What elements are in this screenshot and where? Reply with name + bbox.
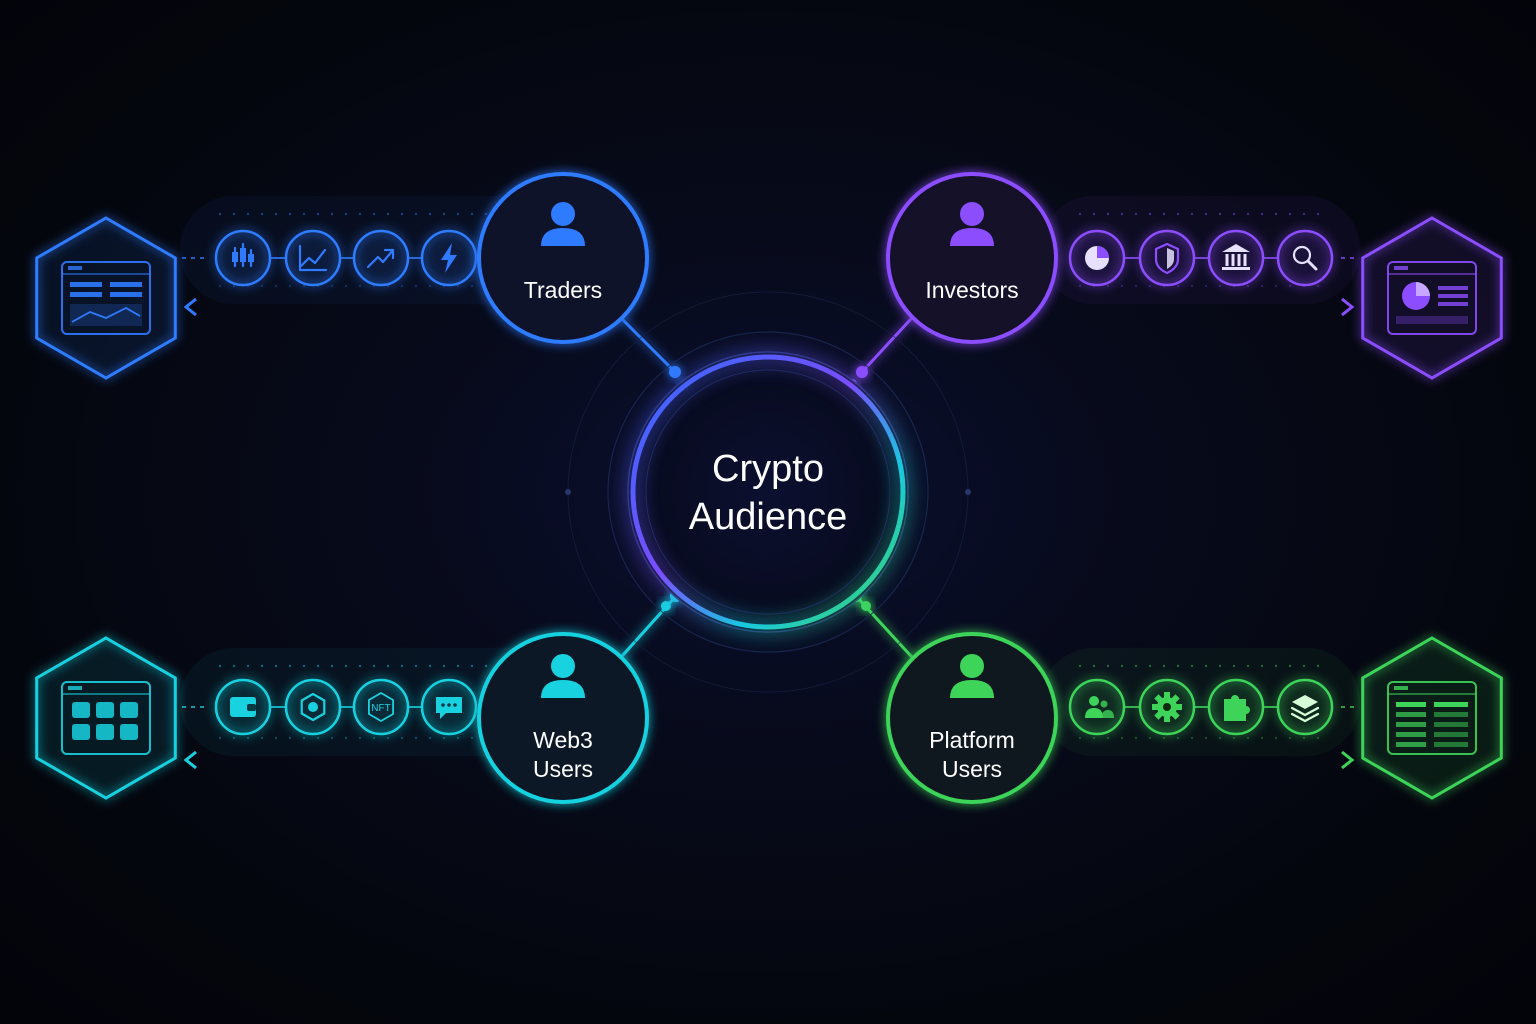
center-title-line-1: Crypto xyxy=(712,448,824,490)
person-icon xyxy=(950,202,994,246)
person-icon xyxy=(541,654,585,698)
nft-badge-label: NFT xyxy=(371,703,390,714)
lightning-icon xyxy=(420,229,478,287)
layers-icon xyxy=(1276,678,1334,736)
bank-icon xyxy=(1207,229,1265,287)
audience-group-investors: Investors xyxy=(886,172,1503,380)
person-icon xyxy=(541,202,585,246)
chat-icon xyxy=(420,678,478,736)
node-label-web3-line-2: Users xyxy=(533,756,593,782)
trending-up-icon xyxy=(352,229,410,287)
node-traders: Traders xyxy=(477,172,649,344)
node-label-investors-line-1: Investors xyxy=(925,277,1018,303)
shield-icon xyxy=(1138,229,1196,287)
puzzle-icon xyxy=(1207,678,1265,736)
nft-icon: NFT xyxy=(352,678,410,736)
node-label-web3-line-1: Web3 xyxy=(533,727,593,753)
search-icon xyxy=(1276,229,1334,287)
icon-track-platform xyxy=(1040,648,1360,756)
token-icon xyxy=(284,678,342,736)
wallet-icon xyxy=(214,678,272,736)
dashboard-chart-icon xyxy=(35,216,177,380)
pie-chart-icon xyxy=(1068,229,1126,287)
users-icon xyxy=(1068,678,1126,736)
flow-arrow-traders xyxy=(183,297,483,317)
flow-arrow-web3 xyxy=(183,750,483,770)
node-investors: Investors xyxy=(886,172,1058,344)
flow-arrow-platform xyxy=(1052,750,1355,770)
person-icon xyxy=(950,654,994,698)
icon-track-investors xyxy=(1040,196,1360,304)
candlestick-icon xyxy=(214,229,272,287)
dashboard-pie-icon xyxy=(1361,216,1503,380)
gear-icon xyxy=(1138,678,1196,736)
node-label-traders-line-1: Traders xyxy=(524,277,602,303)
dashboard-table-icon xyxy=(1361,636,1503,800)
node-label-platform-line-2: Users xyxy=(942,756,1002,782)
dashboard-grid-icon xyxy=(35,636,177,800)
line-chart-icon xyxy=(284,229,342,287)
node-label-platform-line-1: Platform xyxy=(929,727,1015,753)
center-node: Crypto Audience xyxy=(565,291,971,693)
audience-group-traders: Traders xyxy=(35,172,649,380)
center-title-line-2: Audience xyxy=(689,496,847,538)
flow-arrow-investors xyxy=(1052,297,1355,317)
